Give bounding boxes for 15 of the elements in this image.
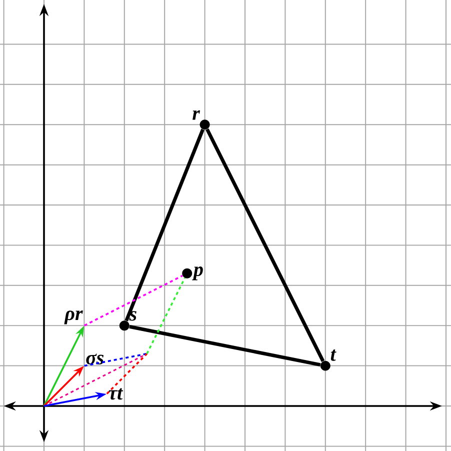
parallelogram-guide-line xyxy=(84,352,148,367)
parallelogram-guide-line xyxy=(84,274,183,326)
vector-label: τt xyxy=(108,388,124,400)
vector-label: ρr xyxy=(64,310,83,324)
node-label: p xyxy=(192,266,203,280)
node-label: r xyxy=(192,110,200,120)
node-label: t xyxy=(330,349,336,361)
point: p xyxy=(182,266,203,280)
point: t xyxy=(320,349,336,371)
parallelogram-guide-line xyxy=(146,278,186,354)
point: r xyxy=(192,110,210,130)
triangle-side xyxy=(129,324,321,367)
parallelogram-guide-line xyxy=(106,353,148,394)
triangle-side xyxy=(124,128,204,322)
triangle-side xyxy=(206,128,325,362)
